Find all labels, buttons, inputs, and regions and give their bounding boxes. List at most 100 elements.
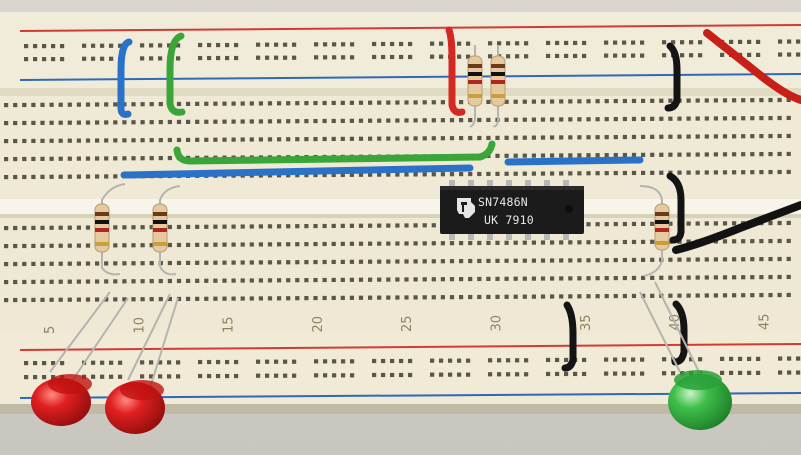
breadboard-hole [24,375,29,380]
breadboard-hole [671,371,676,376]
top-blue-rail-line [19,73,801,81]
breadboard-hole [67,243,72,248]
breadboard-hole [122,243,127,248]
breadboard-hole [413,223,418,228]
breadboard-hole [113,156,118,161]
breadboard-hole [577,153,582,158]
breadboard-hole [149,243,154,248]
breadboard-hole [555,40,560,46]
breadboard-hole [131,243,136,248]
breadboard-hole [513,276,518,281]
breadboard-hole [722,293,728,298]
breadboard-hole [349,277,354,282]
breadboard-hole [568,171,573,176]
led-green [639,281,732,430]
breadboard-hole [91,360,96,365]
breadboard-hole [668,98,673,103]
breadboard-hole [322,259,327,265]
breadboard-hole [167,242,172,248]
breadboard-hole [550,294,555,299]
breadboard-hole [176,43,181,48]
breadboard-hole [22,261,27,267]
breadboard-hole [85,138,91,143]
breadboard-hole [31,120,36,126]
breadboard-hole [732,98,737,103]
breadboard-hole [158,296,163,302]
breadboard-hole [586,222,591,227]
breadboard-hole [768,292,773,298]
ic-pin [468,232,474,240]
breadboard-hole [778,39,783,44]
breadboard-hole [167,155,172,161]
breadboard-hole [778,356,783,361]
breadboard-hole [466,54,471,59]
breadboard-hole [67,138,72,143]
breadboard-hole [222,137,227,142]
breadboard-hole [313,172,318,178]
breadboard-hole [777,133,782,139]
breadboard-hole [777,169,782,175]
breadboard-hole [439,358,444,363]
breadboard-hole [58,138,63,143]
breadboard-hole [49,261,54,266]
breadboard-hole [404,172,409,177]
breadboard-hole [186,224,191,229]
breadboard-hole [286,173,291,178]
breadboard-hole [722,134,728,139]
breadboard-hole [49,225,54,230]
breadboard-hole [750,116,755,121]
breadboard-hole [395,259,400,264]
chip-label-line1: SN7486N [478,195,528,209]
breadboard-hole [225,55,230,61]
breadboard-hole [386,241,391,246]
breadboard-hole [531,135,536,140]
breadboard-hole [768,274,773,280]
breadboard-hole [641,293,646,298]
black-jumper-wire-bottom-center [561,301,577,372]
breadboard-hole [586,294,591,299]
breadboard-hole [158,278,163,284]
breadboard-hole [577,135,582,140]
breadboard-hole [750,134,755,139]
breadboard-hole [350,55,355,60]
breadboard-hole [40,297,45,302]
center-channel [0,199,801,217]
breadboard-hole [631,275,637,281]
breadboard-hole [350,359,355,364]
breadboard-hole [689,357,694,362]
breadboard-hole [377,172,382,177]
breadboard-hole [176,360,181,365]
breadboard-hole [640,40,645,45]
breadboard-hole [595,135,600,140]
breadboard-hole [49,156,54,161]
breadboard-hole [515,372,520,377]
breadboard-hole [292,42,297,47]
breadboard-hole [448,358,453,363]
breadboard-hole [176,296,182,302]
breadboard-hole [468,294,473,300]
breadboard-hole [91,56,96,61]
breadboard-hole [58,156,63,161]
breadboard-hole [641,239,646,244]
breadboard-hole [495,171,500,176]
breadboard-hole [641,134,646,139]
breadboard-hole [286,101,291,106]
breadboard-hole [149,56,154,61]
breadboard-hole [759,98,764,103]
breadboard-hole [732,170,737,175]
breadboard-hole [386,136,391,141]
breadboard-hole [513,258,518,263]
breadboard-hole [76,297,81,302]
breadboard-hole [604,171,609,176]
breadboard-hole [349,100,354,105]
breadboard-hole [604,222,609,227]
breadboard-hole [468,135,473,141]
breadboard-hole [390,358,395,364]
breadboard-hole [313,277,318,283]
breadboard-hole [449,295,455,300]
breadboard-hole [477,294,482,300]
breadboard-hole [659,170,664,175]
breadboard-hole [713,257,718,262]
ic-pin [449,180,455,188]
breadboard-hole [213,242,218,247]
